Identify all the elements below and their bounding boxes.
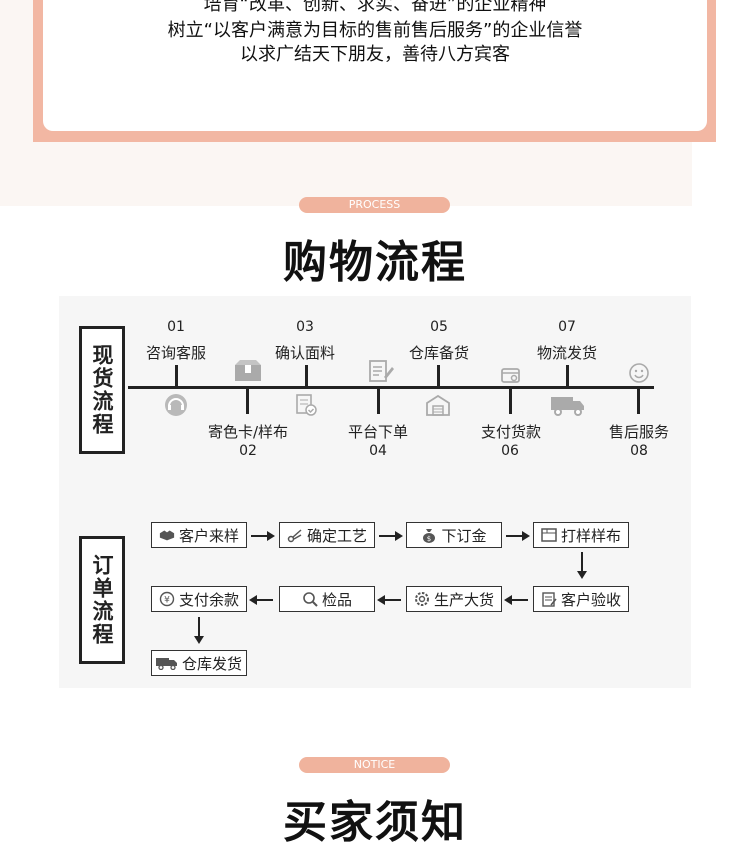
order-step-warehouse-shipping: 仓库发货: [151, 650, 247, 676]
step-06-number: 06: [501, 443, 519, 459]
order-step-label: 仓库发货: [181, 654, 242, 673]
smiley-icon: [626, 362, 652, 384]
order-step-label: 下订金: [441, 526, 487, 545]
notice-title: 买家须知: [283, 797, 467, 848]
truck-icon: [155, 655, 178, 671]
arrow-right: [379, 531, 403, 541]
truck-icon: [550, 394, 586, 416]
stock-flow-timeline: [128, 386, 654, 389]
arrow-down: [577, 552, 587, 579]
money-bag-icon: $: [421, 527, 437, 543]
yen-coin-icon: ¥: [159, 591, 175, 607]
magnifier-icon: [302, 591, 318, 607]
slogan-line-3: 以求广结天下朋友，善待八方宾客: [240, 44, 510, 65]
order-step-label: 客户来样: [178, 526, 239, 545]
package-icon: [231, 360, 265, 382]
stock-flow-label: 现货流程: [79, 326, 125, 454]
wallet-icon: [498, 364, 524, 386]
step-04-label: 平台下单: [347, 423, 408, 441]
arrow-left: [377, 595, 401, 605]
step-05-label: 仓库备货: [408, 344, 469, 362]
step-07-tick: [566, 365, 569, 387]
step-03-label: 确认面料: [274, 344, 335, 362]
step-04-number: 04: [369, 443, 387, 459]
step-02-number: 02: [239, 443, 257, 459]
order-step-inspection: 检品: [279, 586, 375, 612]
step-08-number: 08: [630, 443, 648, 459]
order-step-label: 支付余款: [178, 590, 239, 609]
arrow-left: [504, 595, 528, 605]
order-step-mass-production: 生产大货: [406, 586, 502, 612]
svg-text:¥: ¥: [164, 596, 170, 606]
step-05-number: 05: [430, 319, 448, 335]
order-step-pay-balance: ¥ 支付余款: [151, 586, 247, 612]
step-01-tick: [175, 365, 178, 387]
order-step-sample-making: 打样样布: [533, 522, 629, 548]
step-08-tick: [637, 387, 640, 414]
arrow-left: [249, 595, 273, 605]
arrow-right: [506, 531, 530, 541]
process-pill: PROCESS: [299, 197, 450, 213]
step-07-number: 07: [558, 319, 576, 335]
warehouse-icon: [425, 394, 451, 416]
clipboard-icon: [541, 591, 557, 607]
order-step-label: 确定工艺: [306, 526, 367, 545]
handshake-icon: [159, 527, 175, 543]
step-01-label: 咨询客服: [145, 344, 206, 362]
slogan-line-2: 树立“以客户满意为目标的售前售后服务”的企业信誉: [167, 20, 583, 41]
step-05-tick: [437, 365, 440, 387]
order-flow-label: 订单流程: [79, 536, 125, 664]
order-step-confirm-process: 确定工艺: [279, 522, 375, 548]
headset-icon: [163, 394, 189, 416]
step-06-label: 支付货款: [480, 423, 541, 441]
slogan-line-1: 培育“改革、创新、求实、奋进”的企业精神: [203, 0, 547, 15]
order-step-customer-acceptance: 客户验收: [533, 586, 629, 612]
step-02-label: 寄色卡/样布: [207, 423, 289, 441]
gear-icon: [414, 591, 430, 607]
slogan-card: [43, 0, 707, 131]
step-04-tick: [377, 387, 380, 414]
order-step-label: 检品: [321, 590, 352, 609]
order-step-deposit: $ 下订金: [406, 522, 502, 548]
step-06-tick: [509, 387, 512, 414]
step-02-tick: [246, 387, 249, 414]
order-step-customer-sample: 客户来样: [151, 522, 247, 548]
step-01-number: 01: [167, 319, 185, 335]
notice-pill: NOTICE: [299, 757, 450, 773]
arrow-down: [194, 617, 204, 644]
document-check-icon: [293, 394, 319, 416]
notepad-pen-icon: [368, 360, 394, 382]
process-title: 购物流程: [283, 237, 467, 288]
step-08-label: 售后服务: [608, 423, 669, 441]
order-step-label: 打样样布: [560, 526, 621, 545]
svg-text:$: $: [427, 535, 431, 543]
sample-frame-icon: [541, 527, 557, 543]
scissors-icon: [287, 527, 303, 543]
step-03-tick: [305, 365, 308, 387]
order-step-label: 生产大货: [433, 590, 494, 609]
step-07-label: 物流发货: [536, 344, 597, 362]
order-step-label: 客户验收: [560, 590, 621, 609]
step-03-number: 03: [296, 319, 314, 335]
arrow-right: [251, 531, 275, 541]
